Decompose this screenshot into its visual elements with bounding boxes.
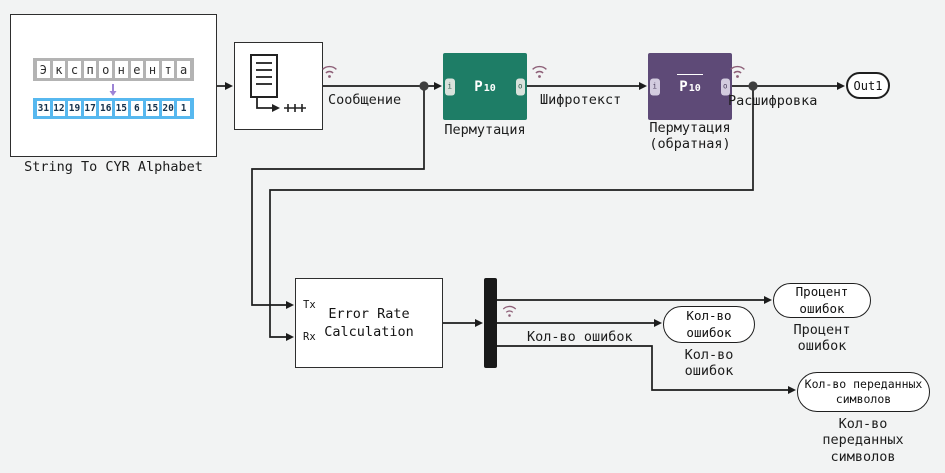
string-to-cyr-label: String To CYR Alphabet: [24, 159, 203, 175]
input-port-tab: i: [650, 78, 660, 95]
wire-decrypted-to-rx[interactable]: [269, 86, 754, 341]
wire-source-to-formatter[interactable]: [217, 82, 233, 90]
number-cell: 6: [130, 101, 144, 116]
errors-percent-label: Процент ошибок: [793, 322, 851, 355]
symbols-count-display[interactable]: Кол-во переданных символов: [797, 372, 930, 412]
wire-errorrate-to-demux[interactable]: [443, 319, 483, 327]
number-cell: 17: [83, 101, 97, 116]
number-cell: 15: [146, 101, 159, 116]
inverse-title-sub: 10: [688, 82, 701, 94]
letter-cell: Э: [37, 61, 50, 78]
wire-demux-to-percent[interactable]: [497, 296, 772, 304]
permutation-label: Пермутация: [444, 122, 526, 138]
out1-label: Out1: [853, 78, 883, 93]
signal-label-ciphertext: Шифротекст: [540, 92, 622, 108]
wire-ciphertext[interactable]: [527, 82, 647, 90]
signal-label-errors-count: Кол-во ошибок: [527, 329, 633, 345]
doc-to-sequence-icon: [250, 54, 306, 112]
tx-port-label: Tx: [303, 299, 316, 311]
wireless-log-icon-message[interactable]: [319, 62, 340, 80]
symbols-count-label: Кол-во переданных символов: [822, 416, 904, 465]
errors-percent-text: Процент ошибок: [795, 284, 849, 316]
errors-count-label: Кол-во ошибок: [684, 347, 734, 380]
number-cell: 20: [161, 101, 175, 116]
error-rate-title: Error Rate Calculation: [324, 305, 414, 340]
letter-cell: н: [146, 61, 159, 78]
demux-bar[interactable]: [484, 278, 497, 368]
number-cell: 15: [115, 101, 128, 116]
errors-count-display[interactable]: Кол-во ошибок: [663, 306, 755, 343]
number-cell: 19: [68, 101, 81, 116]
inverse-title-p: P: [679, 78, 688, 95]
inverse-permutation-label: Пермутация (обратная): [649, 120, 731, 153]
branch-point-decrypted[interactable]: [748, 81, 758, 91]
string-to-cyr-block[interactable]: Э к с п о н е н т а 31 12 19 17 16 15 6 …: [10, 14, 217, 157]
letter-cell: о: [99, 61, 112, 78]
letter-cell: с: [68, 61, 81, 78]
letter-cell: а: [177, 61, 190, 78]
letter-cell: н: [115, 61, 128, 78]
wire-message-to-tx[interactable]: [251, 86, 425, 309]
letter-cell: е: [130, 61, 144, 78]
message-formatter-block[interactable]: [234, 42, 323, 130]
wireless-log-icon-decrypted[interactable]: [727, 62, 748, 80]
wire-demux-to-count[interactable]: [497, 319, 662, 327]
rx-port-label: Rx: [303, 331, 316, 343]
number-cell: 1: [177, 101, 190, 116]
number-cell: 16: [99, 101, 112, 116]
numbers-strip: 31 12 19 17 16 15 6 15 20 1: [33, 98, 194, 119]
errors-percent-display[interactable]: Процент ошибок: [773, 283, 871, 318]
wireless-log-icon-ciphertext[interactable]: [529, 62, 550, 80]
output-port-tab: o: [515, 78, 525, 95]
number-cell: 12: [52, 101, 66, 116]
permutation-title-sub: 10: [483, 82, 496, 94]
input-port-tab: i: [445, 78, 455, 95]
letter-cell: п: [83, 61, 97, 78]
permutation-title-p: P: [474, 78, 483, 95]
symbols-count-text: Кол-во переданных символов: [804, 377, 923, 406]
letters-strip: Э к с п о н е н т а: [33, 58, 194, 81]
wire-message[interactable]: [323, 82, 442, 90]
number-cell: 31: [37, 101, 50, 116]
out1-port[interactable]: Out1: [846, 72, 890, 99]
wireless-log-icon-errors[interactable]: [500, 302, 519, 319]
letter-cell: к: [52, 61, 66, 78]
inverse-overbar: [677, 73, 703, 75]
error-rate-block[interactable]: Tx Rx Error Rate Calculation: [295, 278, 443, 368]
down-arrow-icon: [109, 84, 117, 96]
errors-count-text: Кол-во ошибок: [686, 308, 732, 340]
signal-label-decrypted: Расшифровка: [728, 93, 818, 109]
signal-label-message: Сообщение: [328, 92, 402, 108]
letter-cell: т: [161, 61, 175, 78]
branch-point-message[interactable]: [419, 81, 429, 91]
output-port-tab: o: [720, 78, 730, 95]
wire-demux-to-symbols[interactable]: [497, 345, 796, 394]
